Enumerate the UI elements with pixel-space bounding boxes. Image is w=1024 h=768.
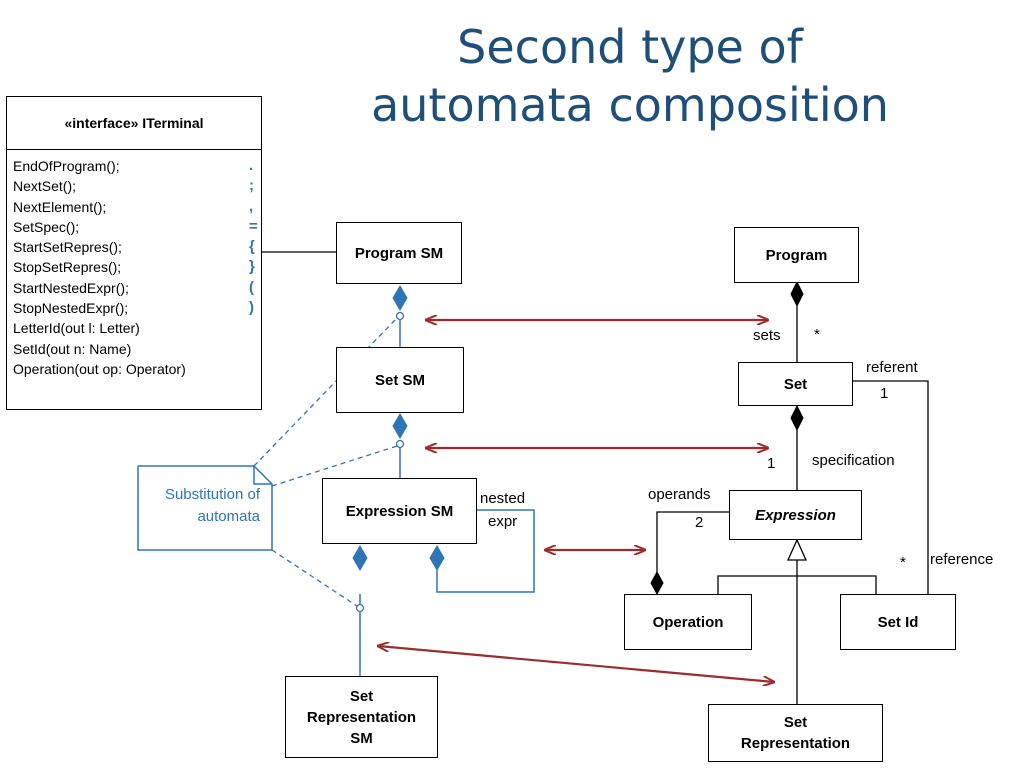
method-row: StopNestedExpr();)	[13, 298, 261, 318]
generalization-triangle	[786, 538, 808, 561]
specification-multiplicity: 1	[767, 455, 776, 472]
junction-3	[355, 603, 365, 613]
title-line-1: Second type of	[457, 20, 803, 74]
method-symbol: ;	[249, 177, 254, 195]
expression-operands-link	[656, 511, 730, 572]
sets-label: sets	[753, 327, 781, 344]
method-name: Operation(out op: Operator)	[13, 360, 186, 377]
junction-2	[395, 439, 405, 449]
expr-label: expr	[488, 513, 518, 530]
method-row: LetterId(out l: Letter)	[13, 318, 261, 338]
referent-multiplicity: 1	[880, 385, 889, 402]
nested-label: nested	[480, 490, 526, 507]
method-row: StartNestedExpr(); (	[13, 278, 261, 298]
set-box: Set	[738, 362, 853, 406]
set-representation-sm-line: Set	[349, 687, 374, 705]
method-row: SetSpec(); =	[13, 217, 261, 237]
method-row: NextSet();;	[13, 176, 261, 196]
method-name: StopNestedExpr();	[13, 300, 129, 317]
method-symbol: )	[249, 299, 254, 317]
operation-box: Operation	[624, 594, 752, 650]
set-id-box: Set Id	[840, 594, 956, 650]
method-name: EndOfProgram();	[13, 158, 120, 174]
interface-methods: EndOfProgram();. NextSet();; NextElement…	[7, 150, 261, 379]
method-row: StopSetRepres();}	[13, 257, 261, 277]
set-referent-link	[852, 380, 929, 594]
method-row: NextElement();,	[13, 197, 261, 217]
set-representation-sm-box: Set Representation SM	[285, 676, 438, 758]
diamond-set	[790, 404, 804, 432]
note-shape	[137, 465, 273, 551]
referent-label: referent	[866, 359, 918, 376]
method-name: StartSetRepres();	[13, 239, 122, 256]
program-box: Program	[734, 227, 859, 283]
note-dash-2	[271, 445, 398, 487]
diamond-program-sm	[392, 285, 408, 311]
diamond-expr-sm-right	[429, 545, 445, 571]
diamond-expr-sm-left	[352, 545, 368, 571]
method-symbol: .	[249, 157, 254, 174]
method-row: StartSetRepres(); {	[13, 237, 261, 257]
substitution-note: Substitution of automata	[138, 466, 272, 550]
slide-title: Second type of automata composition	[300, 18, 960, 134]
diamond-program	[790, 280, 804, 308]
diamond-operation	[650, 570, 664, 596]
method-name: StartNestedExpr();	[13, 279, 129, 296]
method-name: NextSet();	[13, 178, 77, 195]
iterminal-interface: «interface» ITerminal EndOfProgram();. N…	[6, 96, 262, 410]
set-representation-line: Representation	[740, 735, 851, 752]
method-name: SetId(out n: Name)	[13, 340, 132, 357]
set-representation-sm-line: SM	[350, 729, 373, 747]
expression-sm-box: Expression SM	[322, 478, 477, 544]
note-dash-1	[253, 317, 398, 467]
method-row: Operation(out op: Operator)	[13, 359, 261, 379]
title-line-2: automata composition	[371, 78, 889, 132]
method-symbol: ,	[249, 197, 254, 215]
note-line-1: Substitution of	[164, 486, 260, 503]
expr-nested-link	[436, 509, 535, 593]
method-symbol: (	[249, 278, 254, 296]
expression-box: Expression	[729, 490, 862, 540]
method-symbol: =	[249, 217, 258, 235]
method-symbol: {	[249, 238, 255, 256]
sets-multiplicity: *	[814, 326, 820, 343]
method-name: NextElement();	[13, 198, 107, 215]
corr-arrow-setrep	[378, 646, 774, 682]
set-sm-box: Set SM	[336, 347, 464, 413]
note-text: Substitution of automata	[165, 484, 260, 528]
reference-label: reference	[930, 551, 994, 568]
note-line-2: automata	[197, 508, 260, 525]
generalization-bus	[717, 575, 877, 594]
interface-header: «interface» ITerminal	[7, 97, 261, 150]
note-dash-3	[271, 549, 358, 607]
note-fold	[253, 466, 272, 485]
set-representation-line: Set	[783, 714, 808, 731]
operands-label: operands	[648, 486, 711, 503]
program-sm-box: Program SM	[336, 222, 462, 284]
method-row: SetId(out n: Name)	[13, 339, 261, 359]
method-symbol: }	[249, 258, 255, 276]
method-name: LetterId(out l: Letter)	[13, 320, 140, 337]
method-row: EndOfProgram();.	[13, 156, 261, 176]
reference-multiplicity: *	[900, 554, 906, 571]
set-representation-box: Set Representation	[708, 704, 883, 762]
set-representation-sm-line: Representation	[306, 708, 417, 726]
junction-1	[395, 311, 405, 321]
operands-multiplicity: 2	[695, 514, 704, 531]
specification-label: specification	[812, 452, 895, 469]
diamond-set-sm	[392, 413, 408, 439]
method-name: StopSetRepres();	[13, 259, 122, 276]
method-name: SetSpec();	[13, 218, 80, 235]
